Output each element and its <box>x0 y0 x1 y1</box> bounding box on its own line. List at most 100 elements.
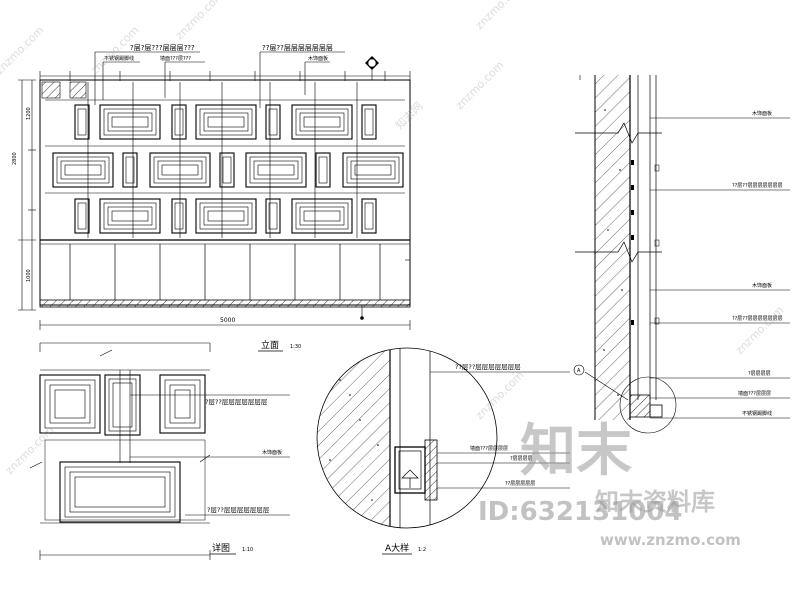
wall-hatch <box>317 348 390 528</box>
vertical-bar-motif <box>265 104 281 140</box>
skirting-board <box>39 299 411 308</box>
decorative-panel-band <box>45 82 405 238</box>
elevation-label-wall: 墙面???层??? <box>160 55 191 62</box>
vertical-bar-motif <box>361 104 377 140</box>
section-leaders <box>650 117 790 419</box>
vertical-bar-motif <box>122 152 138 188</box>
elevation-title: 立面 <box>261 339 279 351</box>
right-markers <box>360 185 411 320</box>
elevation-top-notes <box>94 51 345 108</box>
elevation-view: ?层?层???层层层??? ??层??层层层层层层层 木饰面板 不锈钢踢脚线 墙… <box>12 44 411 352</box>
a-detail-leaders <box>430 371 570 489</box>
watermark-url: www.znzmo.com <box>600 531 741 549</box>
fret-motif <box>52 152 114 188</box>
a-detail-title: A大样 <box>385 542 409 554</box>
a-detail-note-1: ??层??层层层层层层层 <box>455 363 521 371</box>
lower-panel-joints <box>69 244 381 300</box>
dim-left-lower: 1000 <box>26 269 32 282</box>
detail-note-2: 木饰面板 <box>262 449 282 456</box>
detail-frame-lines <box>29 342 211 560</box>
watermark-diag: znzmo.com <box>473 369 527 423</box>
fret-motif <box>195 104 257 140</box>
detail-pattern <box>39 370 206 523</box>
corner-block <box>69 81 87 99</box>
fret-motif <box>59 461 181 523</box>
section-note-4: ??层??层层层层层层层 <box>732 316 783 322</box>
panel-section <box>424 439 438 501</box>
section-fixings <box>631 160 660 325</box>
elevation-note-1: ?层?层???层层层??? <box>130 44 195 52</box>
section-note-3: 木饰面板 <box>752 282 772 289</box>
fret-motif <box>291 104 353 140</box>
detail-scale: 1:10 <box>242 547 253 553</box>
fret-motif <box>159 374 206 434</box>
section-detail-circle <box>619 376 677 434</box>
watermark-diag: znzmo.com <box>733 304 787 358</box>
fret-motif <box>104 374 141 436</box>
section-base <box>629 394 651 418</box>
a-detail-note-3: ?层层层层 <box>510 456 533 462</box>
watermark-diag: znzmo.com <box>3 424 57 478</box>
watermark-diag: znzmo.com <box>473 0 527 32</box>
vertical-bar-motif <box>315 152 331 188</box>
fret-motif <box>39 374 101 434</box>
section-note-6: 墙面???层层层 <box>738 390 771 397</box>
watermark-brand: 知末 <box>520 419 632 484</box>
fret-motif <box>149 152 211 188</box>
detail-note-3: ?层??层层层层层层层 <box>207 506 270 514</box>
a-detail-view: ??层??层层层层层层层 墙面???层层层层 ?层层层层 ??层层层层层 A大样… <box>316 347 570 555</box>
watermark-diag: znzmo.com <box>0 24 47 78</box>
section-note-7: 不锈钢踢脚线 <box>742 410 772 417</box>
fret-motif <box>99 104 161 140</box>
corner-block <box>41 81 61 99</box>
bottom-dimension <box>39 320 411 330</box>
vertical-bar-motif <box>74 104 90 140</box>
fret-motif <box>245 152 307 188</box>
a-detail-note-4: ??层层层层层 <box>505 481 535 487</box>
fret-motif <box>342 152 404 188</box>
dim-left-total: 2800 <box>12 152 18 165</box>
section-note-5: ?层层层层 <box>748 371 771 377</box>
fret-motif <box>195 198 257 234</box>
elevation-scale: 1:30 <box>290 344 301 350</box>
dim-total: 5000 <box>220 317 235 324</box>
section-note-1: 木饰面板 <box>752 110 772 117</box>
section-marker <box>573 364 585 376</box>
section-marker-top <box>365 56 379 80</box>
watermark-brand-full: 知末资料库 <box>595 488 715 516</box>
vertical-bar-motif <box>74 198 90 234</box>
elevation-frame <box>39 79 411 306</box>
fret-motif <box>291 198 353 234</box>
section-view: A 木饰面板 ??层??层层层层层层层 木饰面板 ??层??层层层层层层层 ?层… <box>573 75 790 434</box>
elevation-note-2: ??层??层层层层层层层 <box>262 44 333 52</box>
elevation-label-skirting: 不锈钢踢脚线 <box>104 55 134 62</box>
top-dimension-chain <box>39 71 411 81</box>
dim-left-upper: 1200 <box>26 107 32 120</box>
fret-motif <box>99 198 161 234</box>
section-lines <box>575 75 662 420</box>
vertical-bar-motif <box>171 198 187 234</box>
detail-title: 详图 <box>212 542 230 554</box>
watermark-diag-cn: 知末网 <box>392 99 425 132</box>
detail-leaders <box>130 394 290 516</box>
section-marker-label: A <box>577 368 581 374</box>
elevation-note-3: 木饰面板 <box>308 55 328 62</box>
watermark-diag: znzmo.com <box>453 59 507 113</box>
section-wall-hatch <box>595 75 630 420</box>
watermark-id: ID:632131004 <box>478 497 682 527</box>
section-concrete-dots <box>603 109 623 396</box>
vertical-bar-motif <box>171 104 187 140</box>
watermark-diag: znzmo.com <box>173 0 227 42</box>
section-note-2: ??层??层层层层层层层 <box>732 183 783 189</box>
vertical-bar-motif <box>361 198 377 234</box>
vertical-bar-motif <box>219 152 235 188</box>
left-dimensions <box>18 79 36 311</box>
a-detail-scale: 1:2 <box>418 547 426 553</box>
detail-circle <box>316 347 498 529</box>
watermark-layer: znzmo.com znzmo.com znzmo.com znzmo.com … <box>0 0 787 549</box>
detail-view: ?层??层层层层层层层 木饰面板 ?层??层层层层层层层 详图 1:10 <box>29 342 290 560</box>
detail-note-1: ?层??层层层层层层层 <box>205 398 268 406</box>
vertical-bar-motif <box>265 198 281 234</box>
a-detail-note-2: 墙面???层层层层 <box>470 445 508 452</box>
